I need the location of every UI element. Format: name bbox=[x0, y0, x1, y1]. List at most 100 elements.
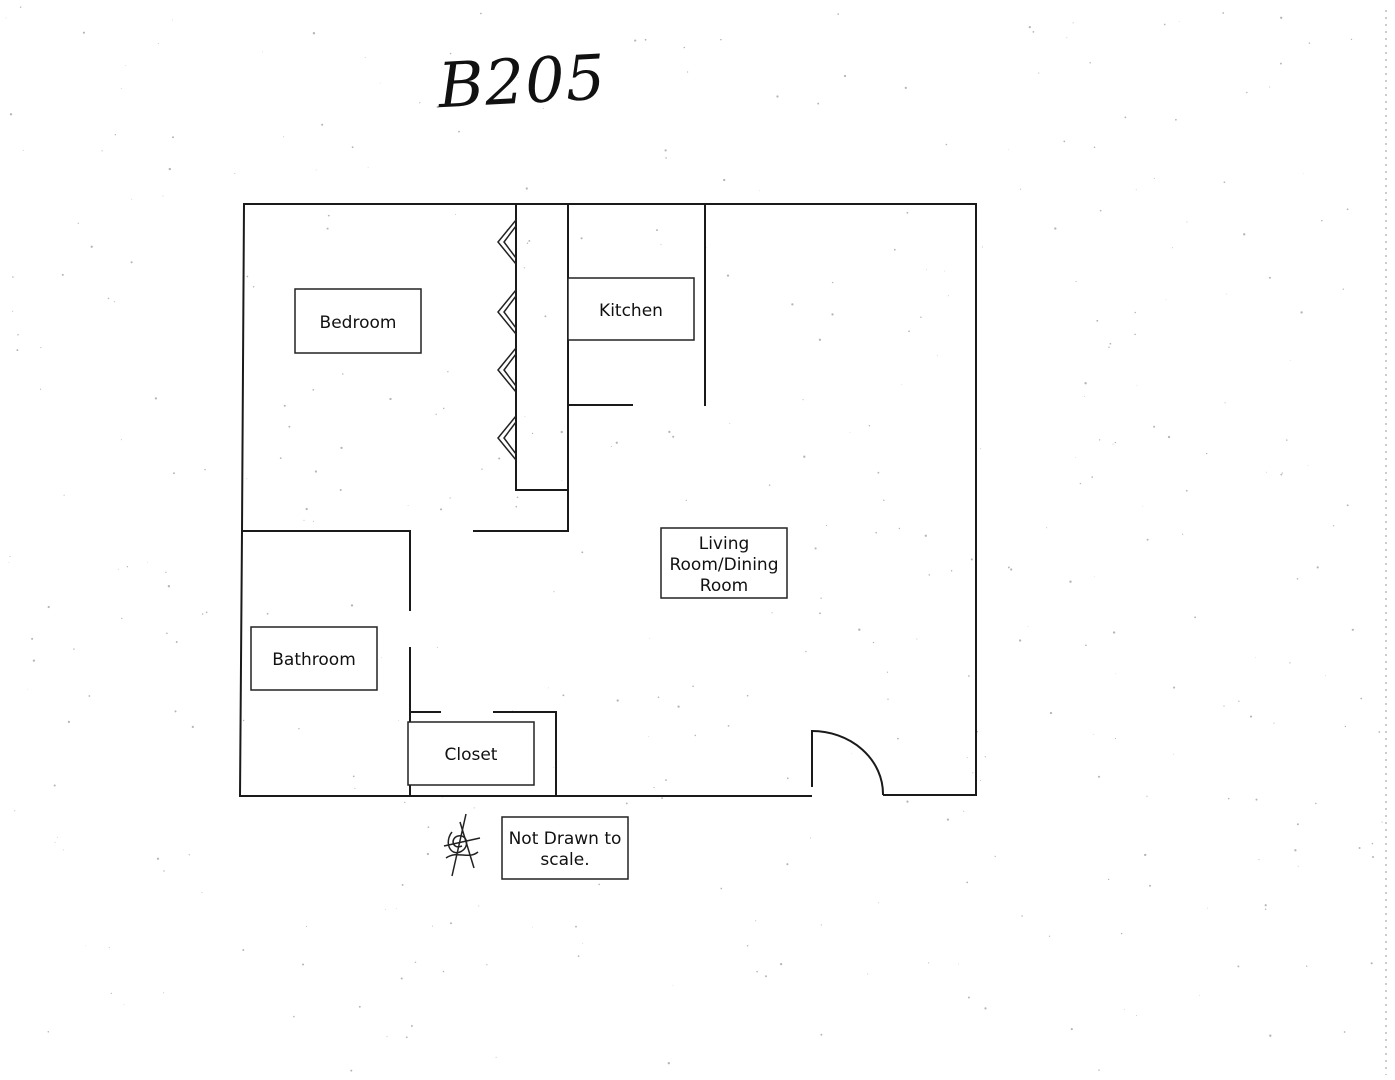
scan-speck bbox=[582, 942, 583, 944]
scan-speck bbox=[644, 38, 647, 41]
scan-speck bbox=[1333, 525, 1335, 527]
scan-speck bbox=[77, 222, 79, 224]
scan-speck bbox=[946, 818, 950, 821]
scan-speck bbox=[1072, 22, 1074, 24]
scan-speck bbox=[875, 531, 877, 534]
scan-speck bbox=[174, 710, 177, 713]
scan-speck bbox=[314, 470, 317, 473]
scan-speck bbox=[544, 315, 547, 318]
scan-speck bbox=[1300, 311, 1303, 314]
scan-speck bbox=[495, 1056, 497, 1058]
scan-speck bbox=[984, 1007, 987, 1010]
scan-speck bbox=[1094, 576, 1095, 577]
scan-speck bbox=[660, 244, 662, 246]
scan-speck bbox=[1227, 797, 1230, 800]
scan-speck bbox=[831, 281, 834, 284]
scan-speck bbox=[172, 136, 174, 139]
scan-speck bbox=[771, 612, 773, 614]
scan-speck bbox=[1296, 577, 1299, 580]
scan-speck bbox=[610, 445, 612, 447]
scan-speck bbox=[531, 432, 534, 435]
svg-text:Living: Living bbox=[699, 534, 750, 554]
scan-speck bbox=[154, 397, 158, 400]
scan-speck bbox=[515, 505, 518, 508]
scan-speck bbox=[312, 520, 314, 522]
scan-speck bbox=[963, 810, 965, 812]
scan-speck bbox=[1027, 626, 1029, 627]
scan-speck bbox=[367, 166, 369, 168]
scan-speck bbox=[649, 637, 650, 639]
scan-speck bbox=[1112, 443, 1114, 445]
scan-speck bbox=[339, 488, 342, 492]
scan-speck bbox=[400, 977, 403, 980]
scan-speck bbox=[340, 446, 343, 450]
scan-speck bbox=[426, 852, 430, 856]
scan-speck bbox=[665, 779, 667, 781]
scan-speck bbox=[498, 457, 501, 460]
scan-speck bbox=[53, 784, 56, 787]
scan-speck bbox=[9, 113, 13, 116]
unit-title: B205 bbox=[435, 41, 607, 123]
scan-speck bbox=[447, 371, 449, 373]
scan-speck bbox=[1222, 12, 1225, 14]
scan-speck bbox=[967, 996, 970, 999]
scan-speck bbox=[1173, 686, 1176, 689]
scan-speck bbox=[849, 431, 851, 433]
scan-speck bbox=[1226, 293, 1228, 295]
scan-speck bbox=[814, 547, 817, 550]
scan-speck bbox=[110, 992, 112, 995]
svg-text:Bathroom: Bathroom bbox=[272, 650, 356, 670]
scan-speck bbox=[123, 1004, 125, 1005]
scan-speck bbox=[944, 270, 945, 272]
scan-speck bbox=[786, 863, 789, 866]
scan-speck bbox=[1206, 452, 1208, 455]
scan-speck bbox=[685, 499, 687, 502]
scan-speck bbox=[12, 310, 14, 312]
scan-speck bbox=[802, 399, 804, 401]
scan-speck bbox=[108, 947, 110, 949]
scan-speck bbox=[478, 905, 480, 907]
scan-speck bbox=[958, 963, 959, 965]
scan-noise bbox=[5, 6, 1383, 1072]
svg-text:Room/Dining: Room/Dining bbox=[669, 555, 778, 575]
scan-speck bbox=[1007, 566, 1010, 569]
scan-speck bbox=[1281, 472, 1283, 474]
scan-speck bbox=[88, 695, 91, 697]
scan-speck bbox=[665, 157, 667, 159]
scan-speck bbox=[1264, 908, 1267, 911]
scan-speck bbox=[12, 276, 14, 278]
scan-speck bbox=[548, 687, 550, 689]
scan-speck bbox=[431, 925, 434, 927]
scan-speck bbox=[1178, 21, 1180, 22]
scan-speck bbox=[82, 31, 85, 34]
scan-speck bbox=[1344, 725, 1347, 728]
scan-speck bbox=[867, 973, 869, 975]
scan-speck bbox=[560, 430, 563, 434]
scan-speck bbox=[1370, 962, 1373, 965]
scan-speck bbox=[950, 570, 953, 572]
scan-speck bbox=[1114, 673, 1116, 675]
scan-speck bbox=[868, 425, 871, 427]
scan-speck bbox=[31, 637, 34, 640]
scan-speck bbox=[677, 705, 680, 708]
scan-speck bbox=[672, 984, 674, 986]
scan-speck bbox=[173, 472, 175, 475]
scan-speck bbox=[350, 604, 354, 607]
scan-speck bbox=[312, 32, 316, 35]
scan-speck bbox=[668, 430, 671, 434]
scan-speck bbox=[1351, 628, 1354, 631]
scan-speck bbox=[147, 562, 148, 563]
scan-speck bbox=[1135, 189, 1137, 191]
scan-speck bbox=[162, 195, 164, 197]
scan-speck bbox=[1265, 471, 1267, 473]
scan-speck bbox=[47, 605, 50, 609]
scan-speck bbox=[124, 65, 126, 66]
scan-speck bbox=[234, 173, 236, 174]
scan-speck bbox=[1186, 221, 1188, 223]
scan-speck bbox=[1054, 227, 1057, 230]
scan-speck bbox=[575, 925, 577, 928]
scan-speck bbox=[1085, 644, 1087, 647]
scan-speck bbox=[1079, 482, 1082, 485]
scan-speck bbox=[1089, 62, 1091, 64]
scan-speck bbox=[1069, 580, 1072, 583]
